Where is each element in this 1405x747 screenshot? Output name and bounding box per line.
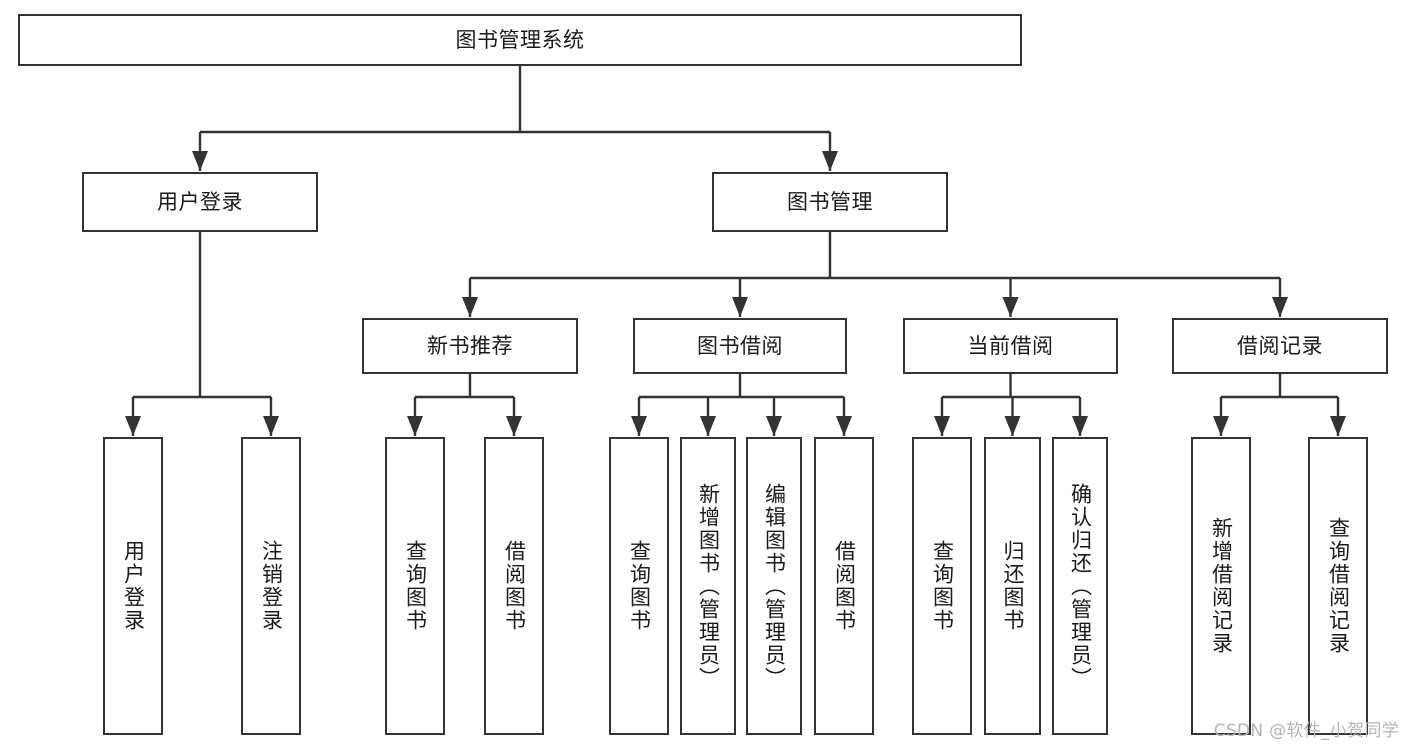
node-label: 新增图书（管理员） xyxy=(696,482,721,690)
arrowhead-icon xyxy=(766,416,782,436)
node-leaf4[interactable]: 借阅图书 xyxy=(484,437,544,735)
node-leaf10[interactable]: 归还图书 xyxy=(984,437,1041,735)
node-label: 确认归还（管理员） xyxy=(1068,482,1093,690)
node-label: 借阅图书 xyxy=(832,540,857,632)
arrowhead-icon xyxy=(1272,297,1288,317)
node-label: 借阅图书 xyxy=(502,540,527,632)
node-label: 图书管理系统 xyxy=(455,27,585,52)
arrowhead-icon xyxy=(836,416,852,436)
node-current[interactable]: 当前借阅 xyxy=(903,318,1118,374)
node-label: 编辑图书（管理员） xyxy=(762,482,787,690)
arrowhead-icon xyxy=(506,416,522,436)
node-leaf12[interactable]: 新增借阅记录 xyxy=(1191,437,1251,735)
node-leaf1[interactable]: 用户登录 xyxy=(103,437,163,735)
arrowhead-icon xyxy=(700,416,716,436)
node-leaf13[interactable]: 查询借阅记录 xyxy=(1308,437,1368,735)
node-leaf7[interactable]: 编辑图书（管理员） xyxy=(746,437,802,735)
node-leaf2[interactable]: 注销登录 xyxy=(241,437,301,735)
arrowhead-icon xyxy=(822,151,838,171)
node-leaf9[interactable]: 查询图书 xyxy=(912,437,972,735)
node-leaf11[interactable]: 确认归还（管理员） xyxy=(1052,437,1108,735)
node-label: 当前借阅 xyxy=(967,333,1054,358)
node-label: 用户登录 xyxy=(121,540,146,632)
node-login[interactable]: 用户登录 xyxy=(82,172,318,232)
node-label: 借阅记录 xyxy=(1237,333,1323,358)
node-label: 新书推荐 xyxy=(427,333,513,358)
arrowhead-icon xyxy=(1002,297,1019,317)
node-leaf5[interactable]: 查询图书 xyxy=(609,437,669,735)
arrowhead-icon xyxy=(934,416,950,436)
node-label: 注销登录 xyxy=(259,540,284,632)
node-label: 用户登录 xyxy=(157,189,243,214)
node-records[interactable]: 借阅记录 xyxy=(1172,318,1388,374)
node-newbook[interactable]: 新书推荐 xyxy=(362,318,578,374)
arrowhead-icon xyxy=(192,151,208,171)
arrowhead-icon xyxy=(732,297,748,317)
node-borrow[interactable]: 图书借阅 xyxy=(633,318,847,374)
watermark-label: CSDN @软件_小贺同学 xyxy=(1213,721,1399,741)
node-label: 查询借阅记录 xyxy=(1326,517,1351,655)
arrowhead-icon xyxy=(263,416,279,436)
node-leaf6[interactable]: 新增图书（管理员） xyxy=(680,437,736,735)
arrowhead-icon xyxy=(1004,416,1021,436)
arrowhead-icon xyxy=(1072,416,1088,436)
node-leaf3[interactable]: 查询图书 xyxy=(385,437,445,735)
arrowhead-icon xyxy=(462,297,478,317)
node-leaf8[interactable]: 借阅图书 xyxy=(814,437,874,735)
node-label: 查询图书 xyxy=(930,540,955,632)
arrowhead-icon xyxy=(125,416,141,436)
arrowhead-icon xyxy=(631,416,647,436)
node-bookmgmt[interactable]: 图书管理 xyxy=(712,172,948,232)
node-label: 新增借阅记录 xyxy=(1209,517,1234,655)
node-label: 查询图书 xyxy=(403,540,428,632)
node-root[interactable]: 图书管理系统 xyxy=(18,14,1022,66)
node-label: 图书借阅 xyxy=(697,333,783,358)
node-label: 归还图书 xyxy=(1001,540,1025,632)
arrowhead-icon xyxy=(407,416,423,436)
node-label: 图书管理 xyxy=(787,189,873,214)
node-label: 查询图书 xyxy=(627,540,652,632)
arrowhead-icon xyxy=(1330,416,1346,436)
arrowhead-icon xyxy=(1213,416,1229,436)
